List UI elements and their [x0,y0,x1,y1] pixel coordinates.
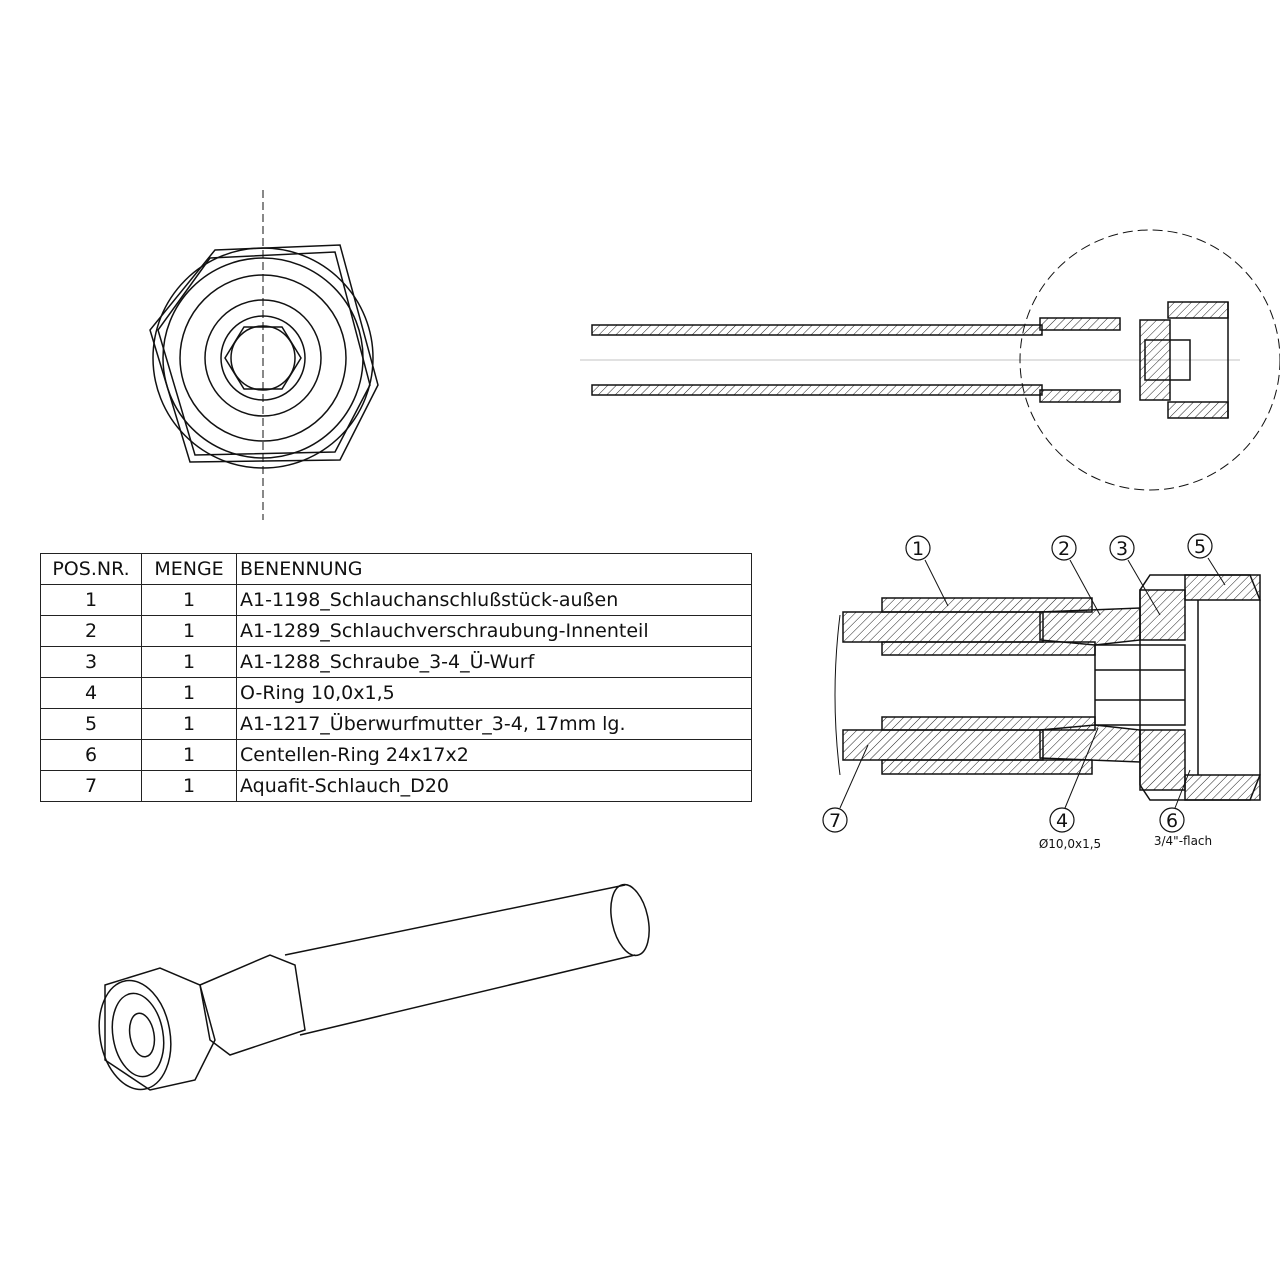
balloon-7: 7 [829,810,841,832]
balloon-6: 6 [1166,810,1178,832]
bom-qty: 1 [141,770,237,802]
bom-qty: 1 [141,646,237,678]
bom-name: Aquafit-Schlauch_D20 [236,770,752,802]
bom-pos: 4 [40,677,142,709]
detail-section-view [834,557,1261,809]
side-section-view [580,229,1280,491]
bom-name: A1-1217_Überwurfmutter_3-4, 17mm lg. [236,708,752,740]
isometric-view [98,883,650,1091]
bom-name: A1-1288_Schraube_3-4_Ü-Wurf [236,646,752,678]
oring-note: Ø10,0x1,5 [1039,837,1101,851]
bom-qty: 1 [141,677,237,709]
balloon-3: 3 [1116,538,1128,560]
bom-pos: 2 [40,615,142,647]
balloon-2: 2 [1058,538,1070,560]
header-pos: POS.NR. [40,553,142,585]
bom-qty: 1 [141,615,237,647]
bom-qty: 1 [141,739,237,771]
bom-pos: 3 [40,646,142,678]
balloon-1: 1 [912,538,924,560]
bom-name: A1-1198_Schlauchanschlußstück-außen [236,584,752,616]
bom-name: A1-1289_Schlauchverschraubung-Innenteil [236,615,752,647]
front-view [149,190,379,520]
header-qty: MENGE [141,553,237,585]
balloon-5: 5 [1194,536,1206,558]
bom-pos: 7 [40,770,142,802]
bom-qty: 1 [141,584,237,616]
bom-pos: 5 [40,708,142,740]
thread-note: 3/4"-flach [1154,834,1212,848]
bom-pos: 6 [40,739,142,771]
bom-name: O-Ring 10,0x1,5 [236,677,752,709]
header-name: BENENNUNG [236,553,752,585]
bom-name: Centellen-Ring 24x17x2 [236,739,752,771]
bom-qty: 1 [141,708,237,740]
bom-header-row: POS.NR. MENGE BENENNUNG [40,553,752,585]
balloon-4: 4 [1056,810,1068,832]
bom-pos: 1 [40,584,142,616]
